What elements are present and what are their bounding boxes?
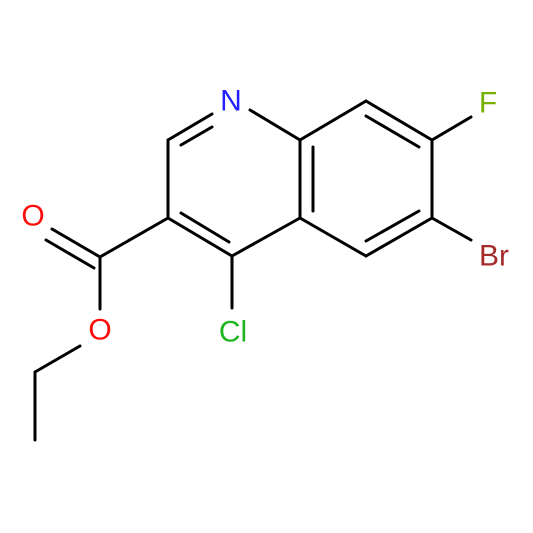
atom-label-n1: N: [220, 85, 242, 118]
atom-label-br1: Br: [479, 240, 509, 273]
atom-label-cl1: Cl: [219, 316, 247, 349]
bond-c3-c4-inner: [179, 211, 231, 244]
bond-c2-n1-inner: [179, 125, 214, 147]
bond-c2-n1: [166, 112, 214, 142]
bond-c4-c4a: [230, 216, 302, 258]
bond-c6-c5: [364, 216, 434, 258]
bond-c3-c4: [166, 216, 234, 258]
bond-c8-c7-inner: [364, 114, 421, 149]
bond-c8a-c8: [298, 99, 368, 142]
bond-c8-c7: [364, 99, 434, 142]
bond-c3-carbonyl: [98, 216, 170, 259]
atom-label-o2-ester: O: [88, 314, 111, 347]
atom-label-f1: F: [479, 87, 497, 120]
bond-n1-c8a: [248, 108, 302, 142]
bond-carbonyl-o-double-a: [50, 227, 102, 259]
bond-o-ch2: [33, 344, 82, 374]
atom-labels: N F Br Cl O O: [21, 85, 509, 349]
bond-c7-f: [430, 115, 473, 142]
bond-c6-c5-inner: [364, 209, 421, 243]
bond-c6-br: [430, 216, 473, 242]
atom-label-o1-carbonyl: O: [21, 200, 44, 233]
bond-c5-c4a: [298, 216, 368, 258]
bond-lines: [33, 99, 473, 442]
bond-carbonyl-o-double-b: [44, 238, 96, 270]
